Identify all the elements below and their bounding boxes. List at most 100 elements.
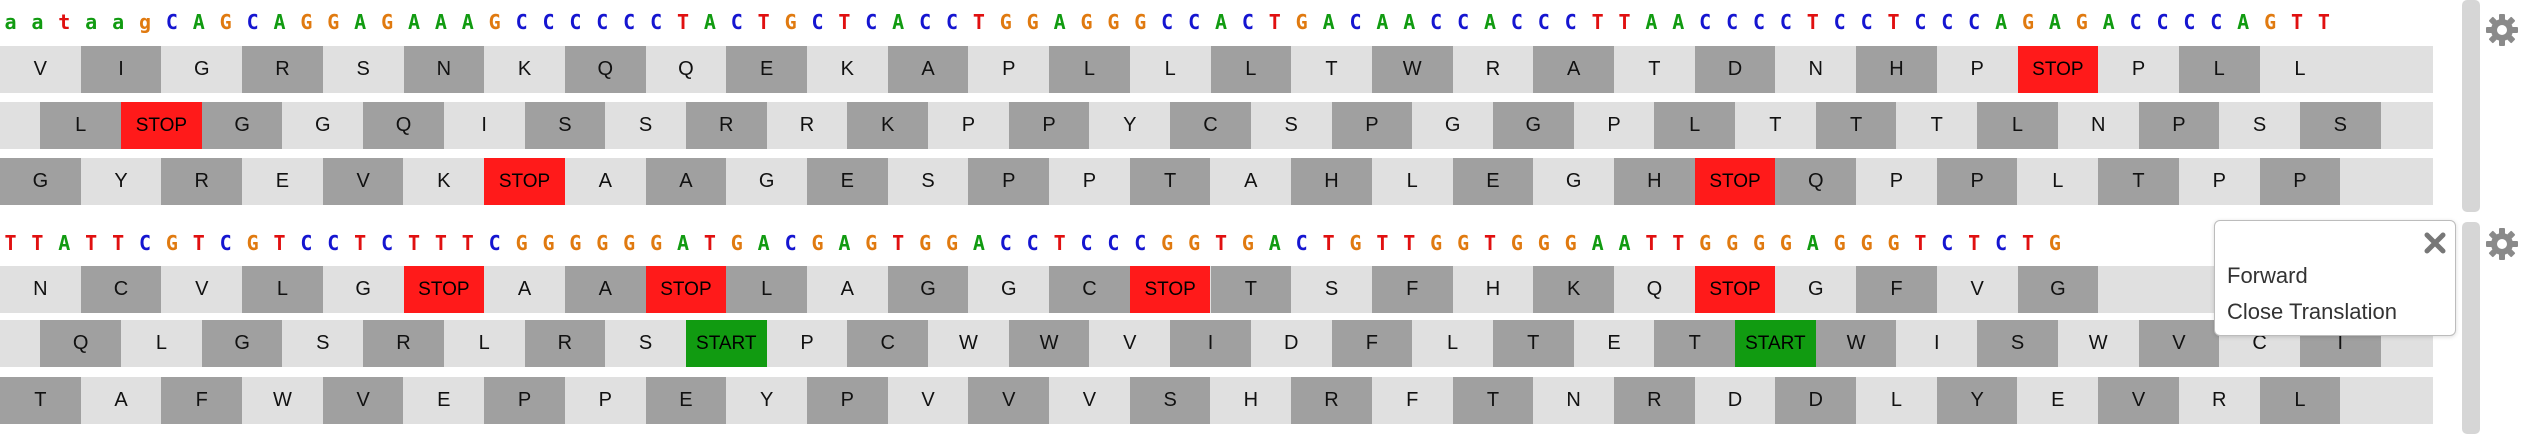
amino-acid: G bbox=[355, 278, 371, 300]
amino-acid: V bbox=[322, 377, 404, 424]
gear-icon[interactable] bbox=[2484, 226, 2520, 262]
nucleotide: G bbox=[1537, 231, 1550, 255]
amino-acid: R bbox=[799, 114, 815, 136]
amino-acid: G bbox=[887, 266, 969, 313]
nucleotide: C bbox=[623, 10, 636, 34]
amino-acid: G bbox=[1444, 114, 1461, 136]
nucleotide: G bbox=[730, 231, 743, 255]
nucleotide: G bbox=[1134, 10, 1147, 34]
nucleotide: G bbox=[1457, 231, 1470, 255]
nucleotide: T bbox=[1053, 231, 1066, 255]
nucleotide: T bbox=[85, 231, 98, 255]
amino-acid: L bbox=[2259, 377, 2341, 424]
stop-codon: STOP bbox=[1129, 266, 1211, 313]
nucleotide: T bbox=[1214, 231, 1228, 255]
amino-acid: W bbox=[958, 332, 978, 354]
nucleotide: C bbox=[1860, 10, 1873, 34]
menu-item-forward[interactable]: Forward bbox=[2227, 263, 2308, 288]
amino-acid: S bbox=[2252, 114, 2267, 136]
amino-acid: P bbox=[961, 114, 976, 136]
amino-acid: G bbox=[193, 58, 210, 80]
amino-acid bbox=[0, 320, 40, 367]
amino-acid: G bbox=[1807, 278, 1824, 300]
amino-acid: G bbox=[1492, 102, 1574, 149]
nucleotide: a bbox=[4, 10, 17, 34]
menu-item-close-translation[interactable]: Close Translation bbox=[2227, 299, 2397, 324]
nucleotide: T bbox=[434, 231, 447, 255]
amino-acid: N bbox=[2090, 114, 2106, 136]
nucleotide: T bbox=[972, 10, 985, 34]
stop-codon: STOP bbox=[121, 102, 202, 149]
close-icon[interactable] bbox=[2421, 229, 2449, 257]
nucleotide: C bbox=[1295, 231, 1308, 255]
nucleotide: T bbox=[1672, 231, 1685, 255]
nucleotide: A bbox=[1645, 10, 1658, 34]
nucleotide: C bbox=[569, 10, 582, 34]
amino-acid: A bbox=[840, 278, 855, 300]
nucleotide: G bbox=[1726, 231, 1739, 255]
stop-codon: STOP bbox=[403, 266, 485, 313]
nucleotide: C bbox=[2210, 10, 2223, 34]
nucleotide: G bbox=[300, 10, 313, 34]
scrollbar-bottom[interactable] bbox=[2462, 222, 2480, 434]
amino-acid: Q bbox=[564, 46, 646, 93]
nucleotide: G bbox=[596, 231, 609, 255]
amino-acid: R bbox=[363, 320, 444, 367]
nucleotide: A bbox=[676, 231, 690, 255]
amino-acid: E bbox=[1607, 332, 1621, 354]
nucleotide: G bbox=[219, 10, 232, 34]
nucleotide: C bbox=[1914, 10, 1927, 34]
amino-acid: T bbox=[1654, 320, 1736, 367]
nucleotide: T bbox=[461, 231, 474, 255]
nucleotide: A bbox=[461, 10, 474, 34]
amino-acid: G bbox=[1565, 170, 1582, 192]
nucleotide: T bbox=[838, 10, 851, 34]
nucleotide: G bbox=[1161, 231, 1174, 255]
amino-acid: G bbox=[2017, 266, 2099, 313]
amino-acid: P bbox=[2138, 102, 2220, 149]
amino-acid: H bbox=[1291, 158, 1372, 205]
amino-acid: G bbox=[201, 320, 283, 367]
nucleotide: G bbox=[623, 231, 636, 255]
amino-acid: A bbox=[645, 158, 727, 205]
nucleotide: G bbox=[542, 231, 555, 255]
amino-acid: T bbox=[1325, 58, 1338, 80]
amino-acid: H bbox=[1614, 158, 1695, 205]
nucleotide: C bbox=[1430, 10, 1443, 34]
nucleotide: C bbox=[246, 10, 259, 34]
amino-acid: H bbox=[1243, 389, 1259, 411]
amino-acid: L bbox=[1977, 102, 2058, 149]
amino-acid: G bbox=[0, 158, 81, 205]
amino-acid: L bbox=[1049, 46, 1130, 93]
amino-acid: H bbox=[1485, 278, 1501, 300]
nucleotide: G bbox=[2048, 231, 2061, 255]
amino-acid: T bbox=[1769, 114, 1782, 136]
scrollbar-top[interactable] bbox=[2462, 0, 2480, 212]
nucleotide: T bbox=[676, 10, 690, 34]
nucleotide: C bbox=[1833, 10, 1846, 34]
translation-context-menu: Forward Close Translation bbox=[2214, 220, 2456, 336]
amino-acid: Q bbox=[678, 58, 694, 80]
nucleotide: C bbox=[1968, 10, 1981, 34]
nucleotide: T bbox=[354, 231, 367, 255]
amino-acid: Y bbox=[759, 389, 774, 411]
stop-codon: STOP bbox=[645, 266, 727, 313]
amino-acid: F bbox=[1371, 266, 1453, 313]
amino-acid: S bbox=[316, 332, 330, 354]
nucleotide: C bbox=[1699, 10, 1712, 34]
nucleotide: C bbox=[1510, 10, 1523, 34]
amino-acid: Q bbox=[363, 102, 444, 149]
gear-icon[interactable] bbox=[2484, 12, 2520, 48]
start-codon: START bbox=[1735, 320, 1816, 367]
nucleotide: G bbox=[569, 231, 582, 255]
amino-acid: P bbox=[968, 158, 1050, 205]
amino-acid: T bbox=[0, 377, 81, 424]
amino-acid: P bbox=[1082, 170, 1097, 192]
amino-acid: L bbox=[1164, 58, 1176, 80]
amino-acid: T bbox=[1210, 266, 1292, 313]
amino-acid: L bbox=[155, 332, 167, 354]
nucleotide: C bbox=[2183, 10, 2196, 34]
nucleotide: G bbox=[1430, 231, 1443, 255]
amino-acid: A bbox=[564, 266, 646, 313]
